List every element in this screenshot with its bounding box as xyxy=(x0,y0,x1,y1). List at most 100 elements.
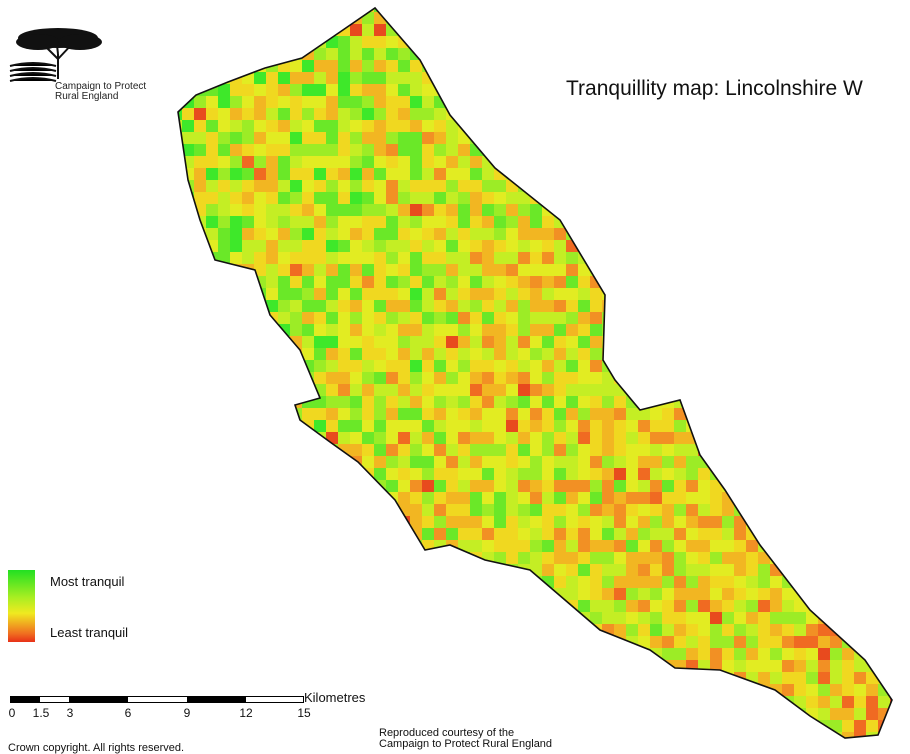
map-cell xyxy=(530,384,542,396)
map-cell xyxy=(710,8,722,12)
map-cell xyxy=(626,660,638,672)
map-cell xyxy=(878,480,890,492)
map-cell xyxy=(722,96,734,108)
map-cell xyxy=(410,228,422,240)
map-cell xyxy=(178,84,182,96)
map-cell xyxy=(326,420,338,432)
map-cell xyxy=(446,516,458,528)
map-cell xyxy=(602,192,614,204)
map-cell xyxy=(542,480,554,492)
map-cell xyxy=(302,216,314,228)
map-cell xyxy=(314,300,326,312)
map-cell xyxy=(746,480,758,492)
map-cell xyxy=(446,636,458,648)
map-cell xyxy=(734,648,746,660)
map-cell xyxy=(506,192,518,204)
map-cell xyxy=(374,300,386,312)
map-cell xyxy=(206,444,218,456)
map-cell xyxy=(230,96,242,108)
map-cell xyxy=(854,276,866,288)
map-cell xyxy=(782,60,794,72)
map-cell xyxy=(218,336,230,348)
map-cell xyxy=(398,420,410,432)
map-cell xyxy=(542,516,554,528)
map-cell xyxy=(178,276,182,288)
map-cell xyxy=(410,420,422,432)
map-cell xyxy=(278,432,290,444)
map-cell xyxy=(362,372,374,384)
map-cell xyxy=(770,588,782,600)
map-cell xyxy=(470,24,482,36)
map-cell xyxy=(446,600,458,612)
map-cell xyxy=(178,348,182,360)
map-cell xyxy=(686,336,698,348)
courtesy-notice: Reproduced courtesy of the Campaign to P… xyxy=(379,728,552,750)
map-cell xyxy=(326,8,338,12)
map-cell xyxy=(866,480,878,492)
map-cell xyxy=(518,528,530,540)
map-cell xyxy=(638,24,650,36)
map-cell xyxy=(434,528,446,540)
map-cell xyxy=(734,444,746,456)
map-cell xyxy=(638,384,650,396)
map-cell xyxy=(590,384,602,396)
map-cell xyxy=(254,408,266,420)
map-cell xyxy=(818,528,830,540)
map-cell xyxy=(230,48,242,60)
map-cell xyxy=(794,660,806,672)
map-cell xyxy=(242,384,254,396)
map-cell xyxy=(446,672,458,684)
map-cell xyxy=(206,420,218,432)
map-cell xyxy=(854,252,866,264)
map-cell xyxy=(326,228,338,240)
map-cell xyxy=(518,240,530,252)
map-cell xyxy=(542,504,554,516)
map-cell xyxy=(266,360,278,372)
map-cell xyxy=(494,492,506,504)
map-cell xyxy=(674,624,686,636)
map-cell xyxy=(782,96,794,108)
map-cell xyxy=(686,492,698,504)
map-cell xyxy=(614,72,626,84)
map-cell xyxy=(182,72,194,84)
map-cell xyxy=(422,12,434,24)
map-cell xyxy=(698,84,710,96)
map-cell xyxy=(446,396,458,408)
map-cell xyxy=(626,96,638,108)
map-cell xyxy=(290,564,302,576)
map-cell xyxy=(578,528,590,540)
map-cell xyxy=(614,672,626,684)
map-cell xyxy=(698,252,710,264)
map-cell xyxy=(338,540,350,552)
map-cell xyxy=(422,168,434,180)
map-cell xyxy=(350,480,362,492)
map-cell xyxy=(530,552,542,564)
map-cell xyxy=(494,708,506,720)
map-cell xyxy=(758,288,770,300)
map-cell xyxy=(890,684,892,696)
map-cell xyxy=(794,672,806,684)
map-cell xyxy=(590,240,602,252)
map-cell xyxy=(178,288,182,300)
map-cell xyxy=(242,120,254,132)
map-cell xyxy=(674,180,686,192)
map-cell xyxy=(794,648,806,660)
map-cell xyxy=(182,396,194,408)
map-cell xyxy=(794,348,806,360)
map-cell xyxy=(578,492,590,504)
map-cell xyxy=(230,216,242,228)
map-cell xyxy=(662,156,674,168)
map-cell xyxy=(458,672,470,684)
map-cell xyxy=(842,648,854,660)
map-cell xyxy=(518,492,530,504)
map-cell xyxy=(806,612,818,624)
map-cell xyxy=(842,468,854,480)
map-cell xyxy=(206,120,218,132)
map-cell xyxy=(254,564,266,576)
map-cell xyxy=(178,612,182,624)
map-cell xyxy=(422,348,434,360)
map-cell xyxy=(554,684,566,696)
map-cell xyxy=(566,360,578,372)
map-cell xyxy=(506,516,518,528)
map-cell xyxy=(398,264,410,276)
